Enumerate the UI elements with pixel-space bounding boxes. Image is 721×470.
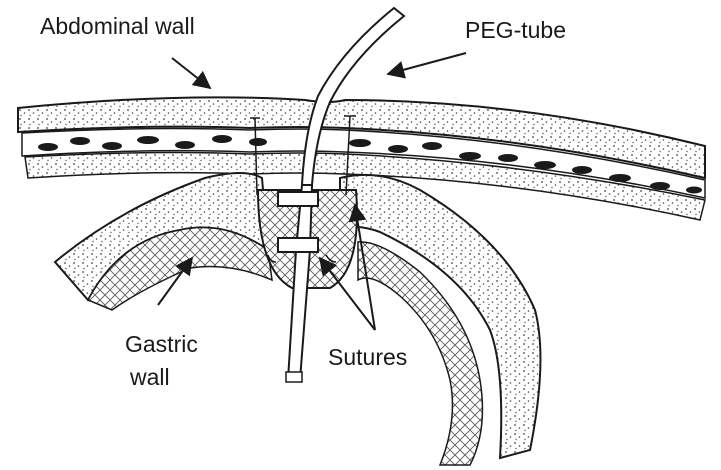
peg-tube-arrow — [388, 53, 466, 74]
abdominal-wall-label: Abdominal wall — [40, 12, 195, 40]
peg-tube-label: PEG-tube — [465, 16, 566, 44]
sutures-label: Sutures — [328, 343, 407, 371]
gastric-wall-label-line2: wall — [130, 363, 170, 391]
abdominal-wall-arrow — [172, 58, 210, 88]
gastric-wall-label-line1: Gastric — [125, 330, 198, 358]
